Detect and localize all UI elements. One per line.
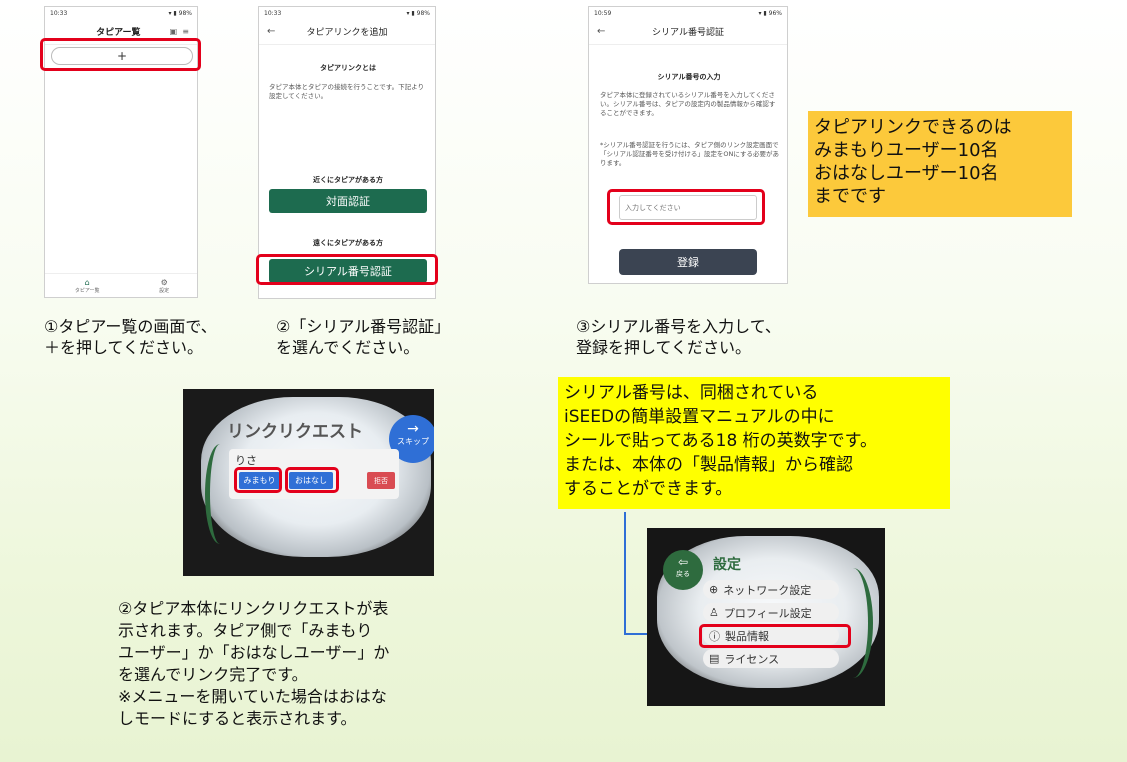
page-title: タピアー覧	[96, 28, 141, 38]
status-bar: 10:59 ▾ ▮ 96%	[589, 7, 787, 19]
status-time: 10:59	[594, 9, 612, 17]
highlight-serial-button	[256, 254, 438, 285]
request-user-name: りさ	[235, 454, 257, 467]
sort-icon[interactable]: ≡	[182, 27, 189, 36]
screen-tapia-list: 10:33 ▾ ▮ 98% タピアー覧 ▣ ≡ + ⌂ タピアー覧 ⚙ 設定	[44, 6, 198, 298]
caption-step-4: ②タピア本体にリンクリクエストが表 示されます。タピア側で「みまもり ユーザー」…	[118, 599, 390, 728]
screen-serial-auth: 10:59 ▾ ▮ 96% ← シリアル番号認証 シリアル番号の入力 タピア本体…	[588, 6, 788, 284]
input-description: タピア本体に登録されているシリアル番号を入力してください。シリアル番号は、タピア…	[600, 91, 776, 117]
mimamori-button[interactable]: みまもり	[239, 472, 280, 489]
link-limit-callout: タピアリンクできるのは みまもりユーザー10名 おはなしユーザー10名 までです	[808, 111, 1072, 217]
home-icon: ⌂	[84, 277, 90, 287]
highlight-ohanashi	[285, 467, 339, 493]
caption-step-1: ①タピアー覧の画面で、 ＋を押してください。	[44, 317, 217, 357]
about-heading: タピアリンクとは	[320, 64, 376, 72]
info-icon: ⓘ	[709, 629, 720, 643]
page-title: シリアル番号認証	[652, 28, 724, 38]
settings-item-label: ライセンス	[724, 652, 780, 666]
status-right: ▾ ▮ 98%	[406, 9, 430, 17]
back-label: 戻る	[676, 570, 690, 578]
page-title: タピアリンクを追加	[306, 28, 388, 38]
settings-item-network[interactable]: ⊕ ネットワーク設定	[703, 580, 839, 599]
settings-item-label: プロフィール設定	[723, 606, 812, 620]
gear-icon: ⚙	[160, 277, 168, 287]
highlight-add-button	[40, 38, 201, 71]
globe-icon: ⊕	[709, 583, 719, 596]
back-arrow-icon[interactable]: ←	[597, 26, 606, 37]
device-arc	[205, 444, 235, 544]
register-button[interactable]: 登録	[619, 249, 757, 275]
highlight-product-info	[699, 624, 851, 648]
arrow-right-icon: →	[407, 421, 419, 437]
app-bar: ← タピアリンクを追加	[259, 19, 435, 45]
status-time: 10:33	[264, 9, 282, 17]
status-right: ▾ ▮ 98%	[168, 9, 192, 17]
input-note: *シリアル番号認証を行うには、タピア側のリンク設定画面で「シリアル認証番号を受け…	[600, 141, 779, 167]
device-settings-photo: ⇦ 戻る 設定 ⊕ ネットワーク設定 ♙ プロフィール設定 ⓘ 製品情報 ▤ ラ…	[647, 528, 885, 706]
settings-item-label: 製品情報	[725, 629, 769, 643]
status-bar: 10:33 ▾ ▮ 98%	[45, 7, 197, 19]
user-icon: ♙	[709, 606, 719, 619]
app-bar: タピアー覧 ▣ ≡	[45, 19, 197, 45]
reject-button[interactable]: 拒否	[367, 472, 395, 489]
serial-info-callout: シリアル番号は、同梱されている iSEEDの簡単設置マニュアルの中に シールで貼…	[558, 377, 950, 509]
about-text: タピア本体とタピアの接続を行うことです。下記より設定してください。	[269, 83, 425, 100]
caption-step-3: ③シリアル番号を入力して、 登録を押してください。	[576, 317, 781, 357]
device-link-request-photo: リンクリクエスト → スキップ りさ みまもり おはなし 拒否	[183, 389, 434, 576]
highlight-mimamori	[234, 467, 282, 493]
nav-settings[interactable]: ⚙ 設定	[159, 278, 169, 294]
highlight-serial-input	[607, 189, 765, 225]
near-heading: 近くにタピアがある方	[313, 176, 383, 184]
id-card-icon: ▤	[709, 652, 720, 665]
skip-button[interactable]: → スキップ	[389, 415, 434, 463]
status-right: ▾ ▮ 96%	[758, 9, 782, 17]
bottom-nav: ⌂ タピアー覧 ⚙ 設定	[45, 273, 197, 297]
face-auth-button[interactable]: 対面認証	[269, 189, 427, 213]
settings-item-product-info[interactable]: ⓘ 製品情報	[703, 626, 839, 645]
screen-add-link: 10:33 ▾ ▮ 98% ← タピアリンクを追加 タピアリンクとは タピア本体…	[258, 6, 436, 299]
settings-title: 設定	[713, 557, 741, 573]
app-bar: ← シリアル番号認証	[589, 19, 787, 45]
nav-settings-label: 設定	[159, 287, 170, 294]
link-request-title: リンクリクエスト	[227, 422, 363, 442]
settings-arc	[833, 568, 873, 678]
ohanashi-button[interactable]: おはなし	[289, 472, 333, 489]
back-arrow-icon[interactable]: ←	[267, 26, 276, 37]
settings-item-label: ネットワーク設定	[723, 583, 812, 597]
settings-item-profile[interactable]: ♙ プロフィール設定	[703, 603, 839, 622]
serial-input[interactable]	[619, 195, 757, 220]
exit-icon: ⇦	[677, 555, 689, 569]
caption-step-2: ②「シリアル番号認証」 を選んでください。	[276, 317, 451, 357]
input-heading: シリアル番号の入力	[657, 73, 721, 81]
serial-auth-button[interactable]: シリアル番号認証	[269, 259, 427, 283]
nav-home[interactable]: ⌂ タピアー覧	[75, 278, 100, 294]
skip-label: スキップ	[397, 437, 429, 446]
status-bar: 10:33 ▾ ▮ 98%	[259, 7, 435, 19]
calendar-icon[interactable]: ▣	[169, 27, 178, 36]
toolbar-icons: ▣ ≡	[170, 27, 189, 36]
far-heading: 遠くにタピアがある方	[313, 239, 383, 247]
settings-item-license[interactable]: ▤ ライセンス	[703, 649, 839, 668]
plus-icon: +	[116, 49, 128, 63]
nav-home-label: タピアー覧	[74, 287, 100, 294]
add-tapia-button[interactable]: +	[51, 47, 193, 65]
status-time: 10:33	[50, 9, 68, 17]
back-button[interactable]: ⇦ 戻る	[663, 550, 703, 590]
